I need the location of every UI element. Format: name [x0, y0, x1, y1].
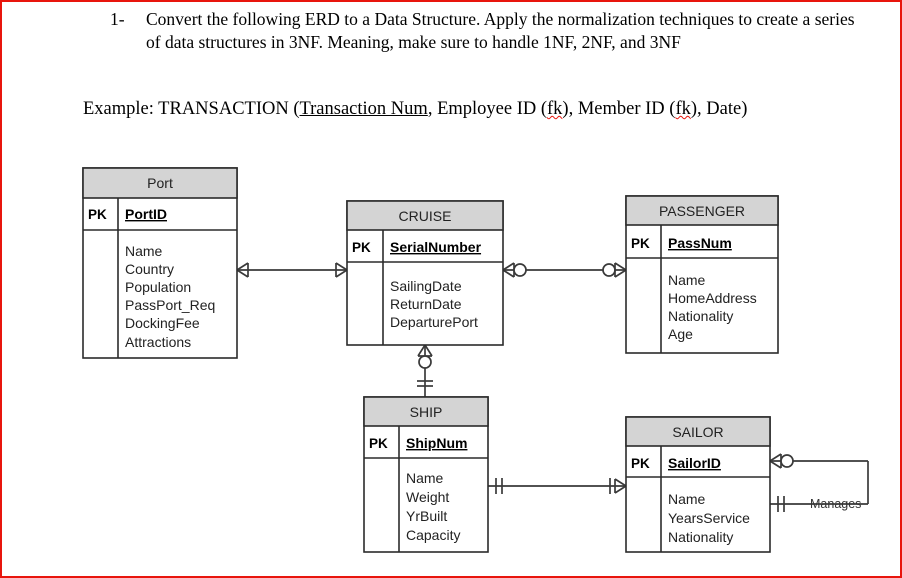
pk-label-cruise: PK [352, 240, 371, 255]
attribute-ship-2: YrBuilt [406, 508, 447, 524]
relationship-ship-sailor [488, 478, 627, 494]
attribute-ship-3: Capacity [406, 527, 460, 543]
pk-label-passenger: PK [631, 236, 650, 251]
entity-ship[interactable]: SHIP PK ShipNum Name Weight YrBuilt Capa… [363, 396, 489, 553]
attribute-port-2: Population [125, 279, 191, 295]
entity-title-passenger: PASSENGER [659, 203, 745, 219]
example-line: Example: TRANSACTION (Transaction Num, E… [83, 99, 747, 120]
entity-passenger[interactable]: PASSENGER PK PassNum Name HomeAddress Na… [625, 195, 779, 354]
entity-port[interactable]: Port PK PortID Name Country Population P… [82, 167, 238, 359]
attribute-passenger-0: Name [668, 272, 706, 288]
pk-attribute-port: PortID [125, 206, 167, 222]
attribute-sailor-2: Nationality [668, 529, 733, 545]
attribute-passenger-3: Age [668, 326, 693, 342]
question-text: Convert the following ERD to a Data Stru… [146, 9, 855, 53]
example-mid-2: ), Member ID ( [562, 99, 676, 119]
example-prefix: Example: TRANSACTION ( [83, 99, 300, 119]
pk-label-port: PK [88, 207, 107, 222]
entity-sailor[interactable]: SAILOR PK SailorID Name YearsService Nat… [625, 416, 771, 553]
relationship-cruise-ship [417, 344, 433, 397]
pk-attribute-ship: ShipNum [406, 435, 467, 451]
attribute-sailor-0: Name [668, 491, 706, 507]
pk-label-ship: PK [369, 436, 388, 451]
entity-title-cruise: CRUISE [399, 208, 452, 224]
example-foreign-key-2: fk [675, 99, 691, 119]
pk-attribute-passenger: PassNum [668, 235, 732, 251]
attribute-port-5: Attractions [125, 334, 191, 350]
attribute-port-0: Name [125, 243, 163, 259]
relationship-cruise-passenger [502, 262, 627, 278]
attribute-cruise-0: SailingDate [390, 278, 462, 294]
question-block: 1- Convert the following ERD to a Data S… [110, 8, 870, 55]
example-primary-key: Transaction Num [299, 99, 428, 119]
attribute-passenger-2: Nationality [668, 308, 733, 324]
attribute-sailor-1: YearsService [668, 510, 750, 526]
entity-title-ship: SHIP [410, 404, 443, 420]
example-mid-1: , Employee ID ( [427, 99, 547, 119]
attribute-port-1: Country [125, 261, 174, 277]
attribute-cruise-1: ReturnDate [390, 296, 462, 312]
pk-attribute-sailor: SailorID [668, 455, 721, 471]
entity-title-sailor: SAILOR [672, 424, 723, 440]
relationship-label-manages: Manages [810, 497, 861, 511]
attribute-port-3: PassPort_Req [125, 297, 215, 313]
pk-label-sailor: PK [631, 456, 650, 471]
entity-title-port: Port [147, 175, 173, 191]
example-suffix: ), Date) [690, 99, 748, 119]
question-number: 1- [110, 9, 125, 29]
attribute-ship-1: Weight [406, 489, 449, 505]
attribute-ship-0: Name [406, 470, 444, 486]
relationship-port-cruise [236, 262, 348, 278]
example-foreign-key-1: fk [547, 99, 563, 119]
pk-attribute-cruise: SerialNumber [390, 239, 482, 255]
attribute-passenger-1: HomeAddress [668, 290, 757, 306]
relationship-sailor-manages: Manages [769, 453, 869, 512]
attribute-cruise-2: DeparturePort [390, 314, 478, 330]
attribute-port-4: DockingFee [125, 315, 200, 331]
entity-cruise[interactable]: CRUISE PK SerialNumber SailingDate Retur… [346, 200, 504, 346]
